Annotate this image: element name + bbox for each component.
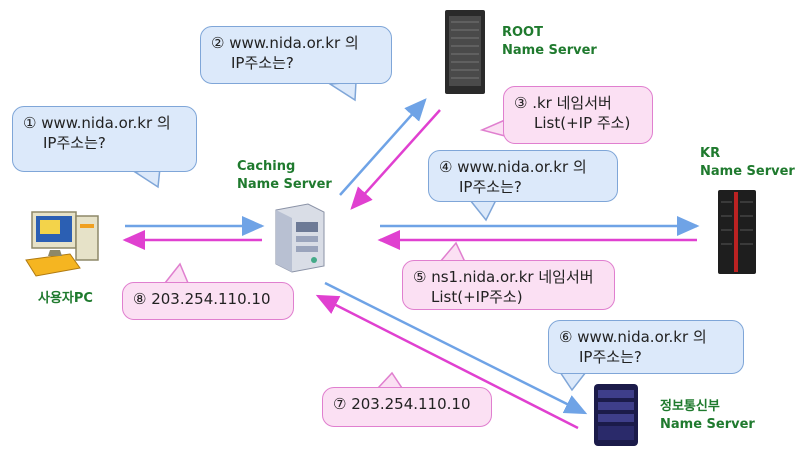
arrow-caching-to-mic <box>324 281 588 415</box>
step-5-line2: List(+IP주소) <box>431 288 523 306</box>
mic-label: 정보통신부 Name Server <box>660 399 755 432</box>
caching-server-icon <box>275 203 325 273</box>
step-8-line1: ⑧ 203.254.110.10 <box>133 290 271 308</box>
step-6-line2: IP주소는? <box>579 348 642 366</box>
step-3-line2: List(+IP 주소) <box>534 114 631 132</box>
root-server-icon <box>445 10 485 94</box>
step-8-bubble: ⑧ 203.254.110.10 <box>122 282 294 320</box>
caching-label: Caching Name Server <box>237 159 332 192</box>
step-7-bubble: ⑦ 203.254.110.10 <box>322 387 492 427</box>
root-label: ROOT Name Server <box>502 25 597 58</box>
step-6-line1: ⑥ www.nida.or.kr 의 <box>559 328 707 346</box>
step-6-bubble: ⑥ www.nida.or.kr 의 IP주소는? <box>548 320 744 374</box>
step-3-line1: ③ .kr 네임서버 <box>514 94 612 112</box>
step-2-line2: IP주소는? <box>231 54 294 72</box>
arrow-caching-to-root <box>339 98 427 196</box>
kr-server-icon <box>718 190 756 274</box>
step-5-bubble: ⑤ ns1.nida.or.kr 네임서버 List(+IP주소) <box>402 260 615 310</box>
kr-label: KR Name Server <box>700 146 795 179</box>
arrow-root-to-caching <box>350 109 441 210</box>
mic-server-icon <box>594 384 638 446</box>
step-1-line2: IP주소는? <box>43 134 106 152</box>
step-4-bubble: ④ www.nida.or.kr 의 IP주소는? <box>428 150 618 202</box>
step-1-line1: ① www.nida.or.kr 의 <box>23 114 171 132</box>
user-pc-icon <box>25 211 99 277</box>
step-2-bubble: ② www.nida.or.kr 의 IP주소는? <box>200 26 392 84</box>
arrow-mic-to-caching <box>315 294 579 430</box>
step-5-line1: ⑤ ns1.nida.or.kr 네임서버 <box>413 268 594 286</box>
step-4-line1: ④ www.nida.or.kr 의 <box>439 158 587 176</box>
step-3-bubble: ③ .kr 네임서버 List(+IP 주소) <box>503 86 653 144</box>
user-pc-label: 사용자PC <box>38 291 93 306</box>
step-4-line2: IP주소는? <box>459 178 522 196</box>
step-1-bubble: ① www.nida.or.kr 의 IP주소는? <box>12 106 197 172</box>
step-2-line1: ② www.nida.or.kr 의 <box>211 34 359 52</box>
step-7-line1: ⑦ 203.254.110.10 <box>333 395 471 413</box>
